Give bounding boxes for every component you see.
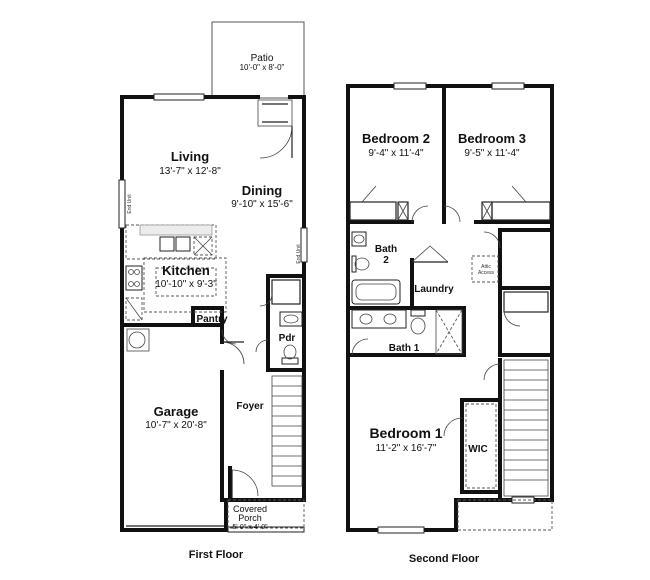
patio-dims: 10'-0" x 8'-0" xyxy=(240,63,285,72)
pdr-label: Pdr xyxy=(279,333,296,344)
patio-slab xyxy=(211,21,305,99)
bath1-label: Bath 1 xyxy=(389,343,420,354)
covered-porch-label-2: Porch xyxy=(238,513,262,523)
bedroom3-dims: 9'-5" x 11'-4" xyxy=(464,148,520,159)
dining-dims: 9'-10" x 15'-6" xyxy=(231,199,293,210)
garage-label: Garage xyxy=(154,404,199,419)
foyer-label: Foyer xyxy=(236,401,263,412)
first-floor-label: First Floor xyxy=(189,549,244,561)
end-unit-label-right: End Unit xyxy=(296,244,302,264)
end-unit-label-left: End Unit xyxy=(127,194,133,214)
dining-label: Dining xyxy=(242,183,282,198)
second-floor-label: Second Floor xyxy=(409,553,480,565)
patio-label: Patio xyxy=(251,53,274,64)
kitchen-label: Kitchen xyxy=(162,263,210,278)
living-dims: 13'-7" x 12'-8" xyxy=(159,166,221,177)
first-floor-plan: Patio 10'-0" x 8'-0" Living 13'-7" x 12'… xyxy=(118,21,308,561)
laundry-label: Laundry xyxy=(414,284,454,295)
bath2-label-2: 2 xyxy=(383,255,389,266)
wic-label: WIC xyxy=(468,444,487,455)
covered-porch-label-1: Covered xyxy=(233,504,267,514)
attic-access-label-1: Attic xyxy=(481,264,491,270)
bedroom1-dims: 11'-2" x 16'-7" xyxy=(376,443,437,454)
bedroom1-label: Bedroom 1 xyxy=(369,425,442,441)
garage-dims: 10'-7" x 20'-8" xyxy=(145,420,207,431)
bath2-label-1: Bath xyxy=(375,244,397,255)
bedroom3-label: Bedroom 3 xyxy=(458,131,526,146)
covered-porch-dims: 5'-0" x 4'-0" xyxy=(232,524,268,531)
living-label: Living xyxy=(171,149,209,164)
pantry-label: Pantry xyxy=(196,314,228,325)
kitchen-dims: 10'-10" x 9'-3" xyxy=(155,279,217,290)
bedroom2-dims: 9'-4" x 11'-4" xyxy=(368,148,424,159)
attic-access-label-2: Access xyxy=(478,270,495,276)
bedroom2-label: Bedroom 2 xyxy=(362,131,430,146)
second-floor-plan: Bedroom 2 9'-4" x 11'-4" Bedroom 3 9'-5"… xyxy=(346,82,554,565)
